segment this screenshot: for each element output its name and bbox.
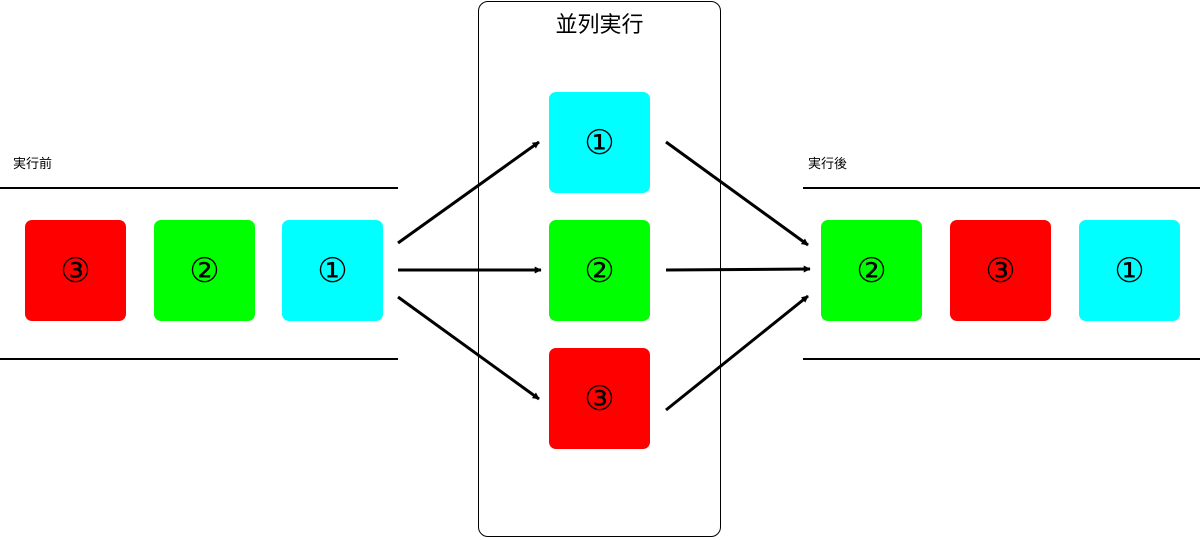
parallel-task-2: ② (549, 220, 650, 321)
before-task-3: ③ (25, 220, 126, 321)
after-task-1: ① (1079, 220, 1180, 321)
parallel-task-3: ③ (549, 348, 650, 449)
task-number: ② (189, 250, 220, 291)
after-task-3: ③ (950, 220, 1051, 321)
parallel-task-1: ① (549, 92, 650, 193)
after-lane-bottom-line (803, 358, 1200, 360)
panel-title: 並列実行 (555, 13, 644, 38)
task-number: ② (856, 250, 887, 291)
after-label: 実行後 (808, 157, 848, 172)
after-lane-top-line (803, 187, 1200, 189)
task-number: ③ (60, 250, 91, 291)
task-number: ① (317, 250, 348, 291)
before-task-1: ① (282, 220, 383, 321)
task-number: ① (584, 122, 615, 163)
task-number: ③ (985, 250, 1016, 291)
before-lane-bottom-line (0, 358, 398, 360)
before-label: 実行前 (13, 157, 53, 172)
task-number: ③ (584, 378, 615, 419)
after-task-2: ② (821, 220, 922, 321)
before-task-2: ② (154, 220, 255, 321)
before-lane-top-line (0, 187, 398, 189)
task-number: ② (584, 250, 615, 291)
task-number: ① (1114, 250, 1145, 291)
